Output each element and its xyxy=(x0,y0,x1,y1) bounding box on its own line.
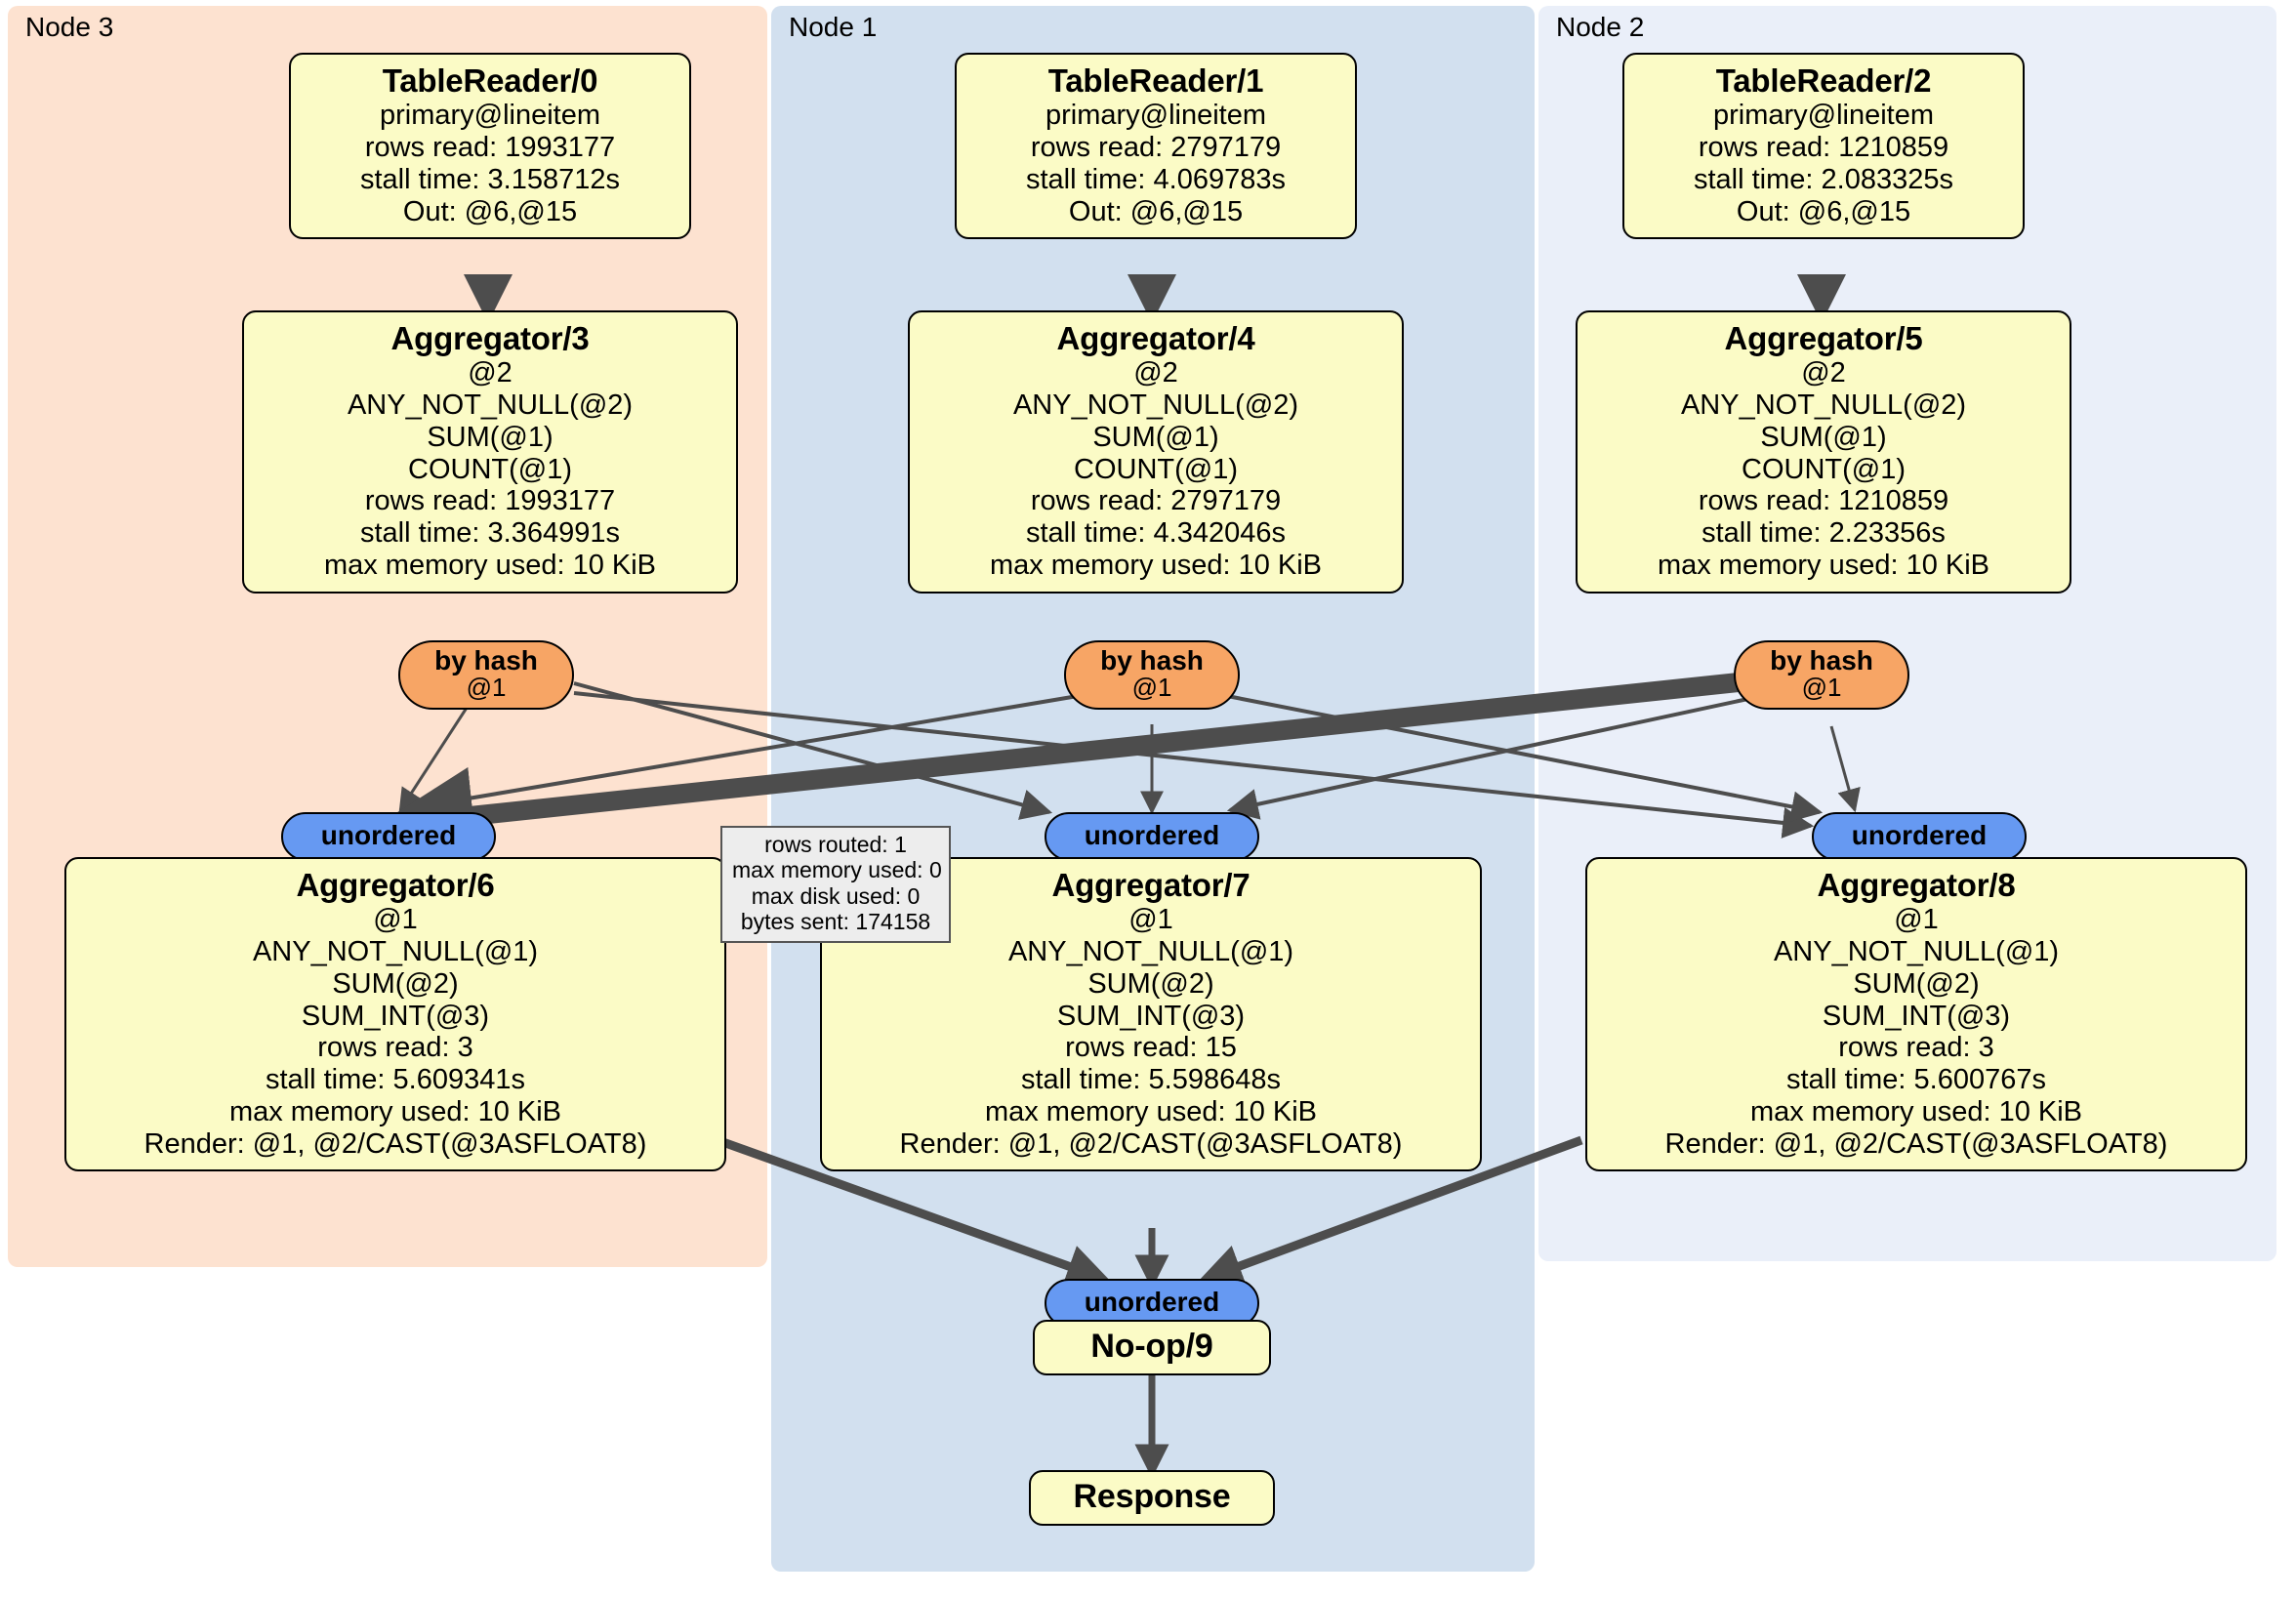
router-column: @1 xyxy=(466,673,507,703)
node-line: ANY_NOT_NULL(@2) xyxy=(1680,389,1967,422)
tooltip-line: max memory used: 0 xyxy=(732,857,942,883)
node-line: SUM(@1) xyxy=(1760,421,1887,453)
node-line: stall time: 3.158712s xyxy=(360,163,620,195)
node-line: max memory used: 10 KiB xyxy=(228,1095,562,1127)
receiver-unordered-7[interactable]: unordered xyxy=(1045,812,1259,861)
node-line: max memory used: 10 KiB xyxy=(1749,1095,2083,1127)
node-line: rows read: 3 xyxy=(1838,1032,1994,1064)
router-column: @1 xyxy=(1801,673,1842,703)
node-title: Aggregator/8 xyxy=(1817,867,2016,903)
node-line: rows read: 15 xyxy=(1065,1032,1237,1064)
node-title: Aggregator/4 xyxy=(1056,320,1255,356)
node-line: Render: @1, @2/CAST(@3ASFLOAT8) xyxy=(144,1127,647,1160)
node-line: @2 xyxy=(468,357,512,389)
node-line: COUNT(@1) xyxy=(1074,453,1238,485)
node-line: Render: @1, @2/CAST(@3ASFLOAT8) xyxy=(899,1127,1403,1160)
node-response[interactable]: Response xyxy=(1029,1470,1275,1527)
node-line: stall time: 5.598648s xyxy=(1021,1064,1281,1096)
node-line: stall time: 2.23356s xyxy=(1702,517,1946,550)
node-line: ANY_NOT_NULL(@1) xyxy=(1007,936,1294,968)
cluster-label-node-2: Node 2 xyxy=(1556,12,1645,42)
node-line: Render: @1, @2/CAST(@3ASFLOAT8) xyxy=(1664,1127,2168,1160)
node-line: stall time: 5.600767s xyxy=(1786,1064,2046,1096)
node-title: Response xyxy=(1073,1478,1231,1515)
node-aggregator-8[interactable]: Aggregator/8 @1 ANY_NOT_NULL(@1) SUM(@2)… xyxy=(1585,857,2247,1172)
node-title: No-op/9 xyxy=(1090,1328,1213,1365)
node-line: COUNT(@1) xyxy=(1742,453,1906,485)
router-column: @1 xyxy=(1131,673,1172,703)
node-line: stall time: 2.083325s xyxy=(1694,163,1953,195)
node-line: SUM_INT(@3) xyxy=(301,1000,490,1032)
node-line: stall time: 4.069783s xyxy=(1026,163,1286,195)
node-line: primary@lineitem xyxy=(1045,100,1267,132)
receiver-unordered-8[interactable]: unordered xyxy=(1812,812,2027,861)
node-title: TableReader/1 xyxy=(1047,62,1264,99)
node-aggregator-5[interactable]: Aggregator/5 @2 ANY_NOT_NULL(@2) SUM(@1)… xyxy=(1576,310,2071,594)
node-line: SUM(@1) xyxy=(427,421,554,453)
node-line: rows read: 2797179 xyxy=(1030,132,1282,164)
node-aggregator-4[interactable]: Aggregator/4 @2 ANY_NOT_NULL(@2) SUM(@1)… xyxy=(908,310,1404,594)
node-title: TableReader/2 xyxy=(1715,62,1932,99)
node-tablereader-2[interactable]: TableReader/2 primary@lineitem rows read… xyxy=(1622,53,2025,240)
edge-stats-tooltip: rows routed: 1 max memory used: 0 max di… xyxy=(720,826,951,943)
node-line: SUM(@2) xyxy=(1087,967,1214,1000)
node-line: rows read: 1210859 xyxy=(1698,132,1949,164)
node-line: stall time: 3.364991s xyxy=(360,517,620,550)
router-label: by hash xyxy=(1100,645,1204,676)
tooltip-line: max disk used: 0 xyxy=(751,882,921,909)
node-line: rows read: 1210859 xyxy=(1698,485,1949,517)
node-line: COUNT(@1) xyxy=(408,453,572,485)
node-line: max memory used: 10 KiB xyxy=(1657,549,1990,581)
node-line: max memory used: 10 KiB xyxy=(989,549,1323,581)
tooltip-line: bytes sent: 174158 xyxy=(740,909,931,935)
node-title: TableReader/0 xyxy=(382,62,598,99)
node-line: Out: @6,@15 xyxy=(1736,195,1911,227)
node-line: @1 xyxy=(1894,904,1939,936)
node-line: rows read: 3 xyxy=(317,1032,473,1064)
node-line: SUM(@2) xyxy=(1853,967,1980,1000)
router-by-hash-3[interactable]: by hash @1 xyxy=(398,640,574,710)
node-title: Aggregator/3 xyxy=(390,320,590,356)
router-by-hash-4[interactable]: by hash @1 xyxy=(1064,640,1240,710)
tooltip-line: rows routed: 1 xyxy=(764,832,907,857)
node-line: @1 xyxy=(373,904,418,936)
node-title: Aggregator/7 xyxy=(1051,867,1250,903)
cluster-label-node-1: Node 1 xyxy=(789,12,878,42)
node-line: rows read: 1993177 xyxy=(364,485,616,517)
node-line: SUM_INT(@3) xyxy=(1822,1000,2011,1032)
node-title: Aggregator/6 xyxy=(296,867,495,903)
router-by-hash-5[interactable]: by hash @1 xyxy=(1734,640,1909,710)
node-line: @1 xyxy=(1128,904,1173,936)
node-line: Out: @6,@15 xyxy=(402,195,578,227)
node-line: stall time: 4.342046s xyxy=(1026,517,1286,550)
node-line: ANY_NOT_NULL(@2) xyxy=(1012,389,1299,422)
node-line: Out: @6,@15 xyxy=(1068,195,1244,227)
node-line: stall time: 5.609341s xyxy=(266,1064,525,1096)
node-line: rows read: 1993177 xyxy=(364,132,616,164)
node-line: max memory used: 10 KiB xyxy=(984,1095,1318,1127)
cluster-label-node-3: Node 3 xyxy=(25,12,114,42)
node-line: rows read: 2797179 xyxy=(1030,485,1282,517)
node-tablereader-0[interactable]: TableReader/0 primary@lineitem rows read… xyxy=(289,53,691,240)
node-line: max memory used: 10 KiB xyxy=(323,549,657,581)
node-line: ANY_NOT_NULL(@2) xyxy=(347,389,634,422)
node-line: @2 xyxy=(1801,357,1846,389)
node-tablereader-1[interactable]: TableReader/1 primary@lineitem rows read… xyxy=(955,53,1357,240)
node-line: primary@lineitem xyxy=(1712,100,1935,132)
node-line: SUM(@2) xyxy=(332,967,459,1000)
node-line: primary@lineitem xyxy=(379,100,601,132)
router-label: by hash xyxy=(1770,645,1873,676)
node-aggregator-3[interactable]: Aggregator/3 @2 ANY_NOT_NULL(@2) SUM(@1)… xyxy=(242,310,738,594)
node-line: SUM(@1) xyxy=(1092,421,1219,453)
node-line: @2 xyxy=(1133,357,1178,389)
router-label: by hash xyxy=(434,645,538,676)
node-line: ANY_NOT_NULL(@1) xyxy=(252,936,539,968)
node-noop-9[interactable]: No-op/9 xyxy=(1033,1320,1271,1376)
receiver-unordered-6[interactable]: unordered xyxy=(281,812,496,861)
node-line: SUM_INT(@3) xyxy=(1056,1000,1246,1032)
node-line: ANY_NOT_NULL(@1) xyxy=(1773,936,2060,968)
node-title: Aggregator/5 xyxy=(1724,320,1923,356)
node-aggregator-6[interactable]: Aggregator/6 @1 ANY_NOT_NULL(@1) SUM(@2)… xyxy=(64,857,726,1172)
